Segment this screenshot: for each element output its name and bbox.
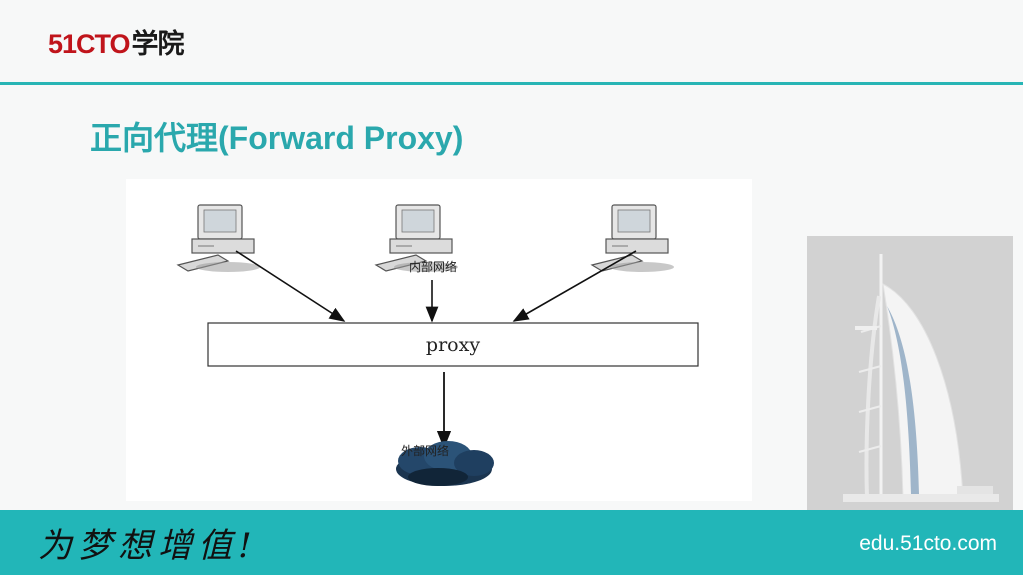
arrow-client-left xyxy=(235,250,346,322)
cloud-icon xyxy=(396,441,494,486)
website-link[interactable]: edu.51cto.com xyxy=(859,532,997,555)
slide-title: 正向代理(Forward Proxy) xyxy=(90,120,464,156)
proxy-box xyxy=(207,322,699,367)
logo-brand: 51CTO xyxy=(48,29,131,59)
header-bar: 51CTO学院 xyxy=(0,0,1023,84)
external-network-label: 外部网络 xyxy=(401,443,449,458)
logo-cn: 学院 xyxy=(131,29,185,59)
proxy-label: proxy xyxy=(426,334,480,356)
footer-bar: 为梦想增值! edu.51cto.com xyxy=(0,510,1023,575)
burj-al-arab-image xyxy=(807,236,1013,510)
arrow-client-right xyxy=(512,250,637,322)
logo[interactable]: 51CTO学院 xyxy=(48,22,185,61)
header-divider xyxy=(0,82,1023,85)
client-computer-icon xyxy=(177,204,261,273)
internal-network-label: 内部网络 xyxy=(409,259,457,274)
client-computer-icon xyxy=(591,204,675,273)
slogan: 为梦想增值! xyxy=(38,526,258,566)
forward-proxy-diagram: 内部网络 proxy 外部网络 xyxy=(126,179,752,501)
